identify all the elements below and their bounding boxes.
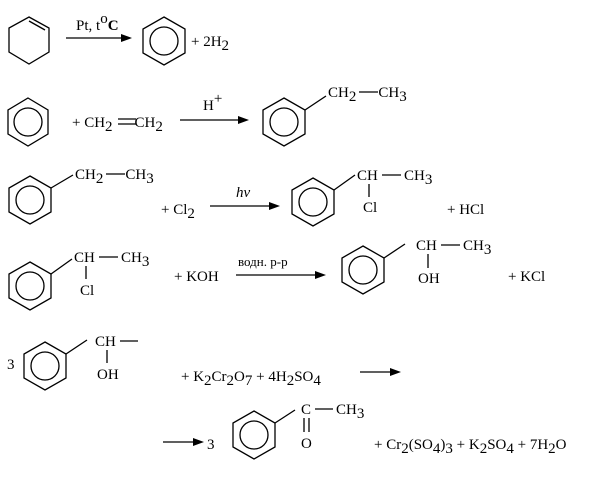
chloroethylbenzene-ring-3-circle (298, 187, 328, 217)
dichromate-reagent: + K2Cr2O7 + 4H2SO4 (181, 369, 321, 389)
chloroethylbenzene-ring-3 (291, 177, 335, 227)
ethylbenzene-ring-3-circle (15, 185, 45, 215)
arrow-4-head (315, 271, 326, 279)
ethyl-bond-2 (304, 95, 327, 111)
arrow-1-condition: Pt, toC (76, 11, 119, 34)
ch-bond-3 (333, 174, 356, 191)
benzene-ring-1-circle (149, 26, 179, 56)
chromium-products: + Cr2(SO4)3 + K2SO4 + 7H2O (374, 437, 567, 457)
reaction-5: 3 CH OH + K2Cr2O7 + 4H2SO4 (7, 334, 401, 391)
benzene-ring-2-circle (13, 107, 43, 137)
chloroethylbenzene-ring-4 (8, 261, 52, 311)
coefficient-6: 3 (207, 437, 215, 453)
ethyl-bond-3 (50, 174, 74, 189)
ch3-label-3: CH3 (404, 168, 432, 188)
arrow-2-condition: H+ (203, 91, 222, 114)
benzene-ring-1 (142, 16, 186, 66)
ch-label-3: CH (357, 168, 378, 184)
phenylethanol-ring-4 (341, 245, 385, 295)
arrow-1-head (121, 34, 132, 42)
ch-label-4a: CH (74, 250, 95, 266)
ch-bond-5 (65, 339, 88, 355)
cyclohexene-ring (8, 16, 50, 65)
arrow-5-head (390, 368, 401, 376)
arrow-3-head (269, 202, 280, 210)
cl-label-4: Cl (80, 283, 94, 299)
koh-reagent: + KOH (174, 269, 219, 285)
ethylbenzene-ring-3 (8, 175, 52, 225)
chloroethylbenzene-ring-4-circle (15, 271, 45, 301)
reaction-4: CH CH3 Cl + KOH водн. р-р CH CH3 OH + KC… (8, 238, 545, 311)
chlorine-reagent: + Cl2 (161, 202, 195, 222)
carbonyl-bond (274, 409, 296, 424)
benzene-ring-2 (7, 97, 49, 147)
arrow-6-head (193, 438, 204, 446)
ch3-label-4b: CH3 (463, 238, 491, 258)
ch3-label-6: CH3 (336, 402, 364, 422)
ch-bond-4b (383, 243, 406, 259)
ch-bond-4a (50, 258, 73, 275)
hcl-byproduct: + HCl (447, 202, 484, 218)
kcl-byproduct: + KCl (508, 269, 545, 285)
phenylethanol-ring-4-circle (348, 255, 378, 285)
ethylbenzene-ring-2-circle (269, 107, 299, 137)
phenylethanol-ring-5 (23, 341, 67, 391)
acetophenone-ring (232, 410, 276, 460)
ch-label-4b: CH (416, 238, 437, 254)
ethylbenzene-ring-2 (262, 97, 306, 147)
carbonyl-c-label: C (301, 402, 311, 418)
arrow-2-head (238, 116, 249, 124)
oh-label-4: OH (418, 271, 440, 287)
acetophenone-ring-circle (239, 420, 269, 450)
arrow-4-condition: водн. р-р (238, 254, 288, 269)
ch-label-5: CH (95, 334, 116, 350)
carbonyl-o-label: O (301, 436, 312, 452)
arrow-3-condition: hv (236, 185, 251, 201)
ch3-label-4a: CH3 (121, 250, 149, 270)
product-hydrogen: + 2H2 (191, 34, 229, 54)
phenylethanol-ring-5-circle (30, 351, 60, 381)
reaction-6: 3 C CH3 O + Cr2(SO4)3 + K2SO4 + 7H2O (163, 402, 567, 460)
oh-label-5: OH (97, 367, 119, 383)
cyclohexene-double-bond (28, 20, 46, 31)
reaction-1: Pt, toC + 2H2 (8, 11, 229, 66)
cl-label-3: Cl (363, 200, 377, 216)
coefficient-5: 3 (7, 357, 15, 373)
